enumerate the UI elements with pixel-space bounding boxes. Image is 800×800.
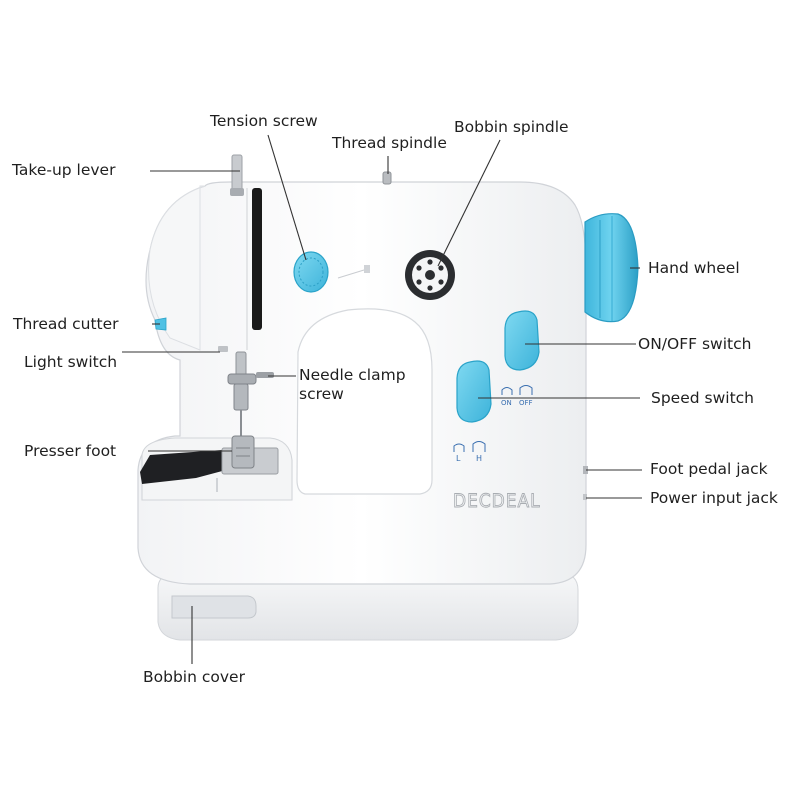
on-marking: ON	[501, 399, 512, 407]
label-on-off-switch: ON/OFF switch	[638, 335, 752, 353]
label-foot-pedal-jack: Foot pedal jack	[650, 460, 768, 478]
label-light-switch: Light switch	[24, 353, 118, 371]
tension-screw-dial	[293, 251, 329, 293]
speed-switch	[456, 360, 492, 423]
low-speed-marking: L	[456, 454, 461, 463]
label-needle-clamp-screw: Needle clamp screw	[299, 366, 406, 403]
label-presser-foot: Presser foot	[24, 442, 117, 460]
foot-pedal-jack	[583, 466, 588, 474]
machine-head	[148, 185, 206, 351]
needle-assembly	[227, 351, 274, 440]
label-take-up-lever: Take-up lever	[12, 161, 116, 179]
presser-foot	[231, 435, 255, 469]
leader-bobbin-spindle	[437, 139, 501, 267]
needle-bar-strip	[252, 188, 262, 330]
on-off-switch	[504, 310, 540, 371]
sewing-surface	[140, 450, 226, 484]
label-speed-switch: Speed switch	[651, 389, 754, 407]
take-up-lever	[231, 154, 243, 192]
power-input-jack	[583, 494, 587, 500]
leader-tension-screw	[267, 134, 307, 261]
brand-logo: DECDEAL	[453, 490, 541, 512]
thread-cutter	[154, 317, 167, 331]
label-hand-wheel: Hand wheel	[648, 259, 740, 277]
off-marking: OFF	[519, 399, 533, 407]
label-bobbin-spindle: Bobbin spindle	[454, 118, 569, 136]
label-tension-screw: Tension screw	[210, 112, 318, 130]
high-speed-marking: H	[476, 454, 482, 463]
light-switch	[218, 346, 228, 352]
on-off-marking-glyphs	[453, 385, 533, 452]
thread-spindle	[382, 171, 392, 185]
bobbin-cover	[171, 595, 257, 619]
sewing-opening	[296, 308, 433, 495]
label-thread-cutter: Thread cutter	[13, 315, 119, 333]
label-thread-spindle: Thread spindle	[332, 134, 447, 152]
bobbin-winder	[405, 250, 455, 300]
leader-lines	[122, 134, 642, 664]
label-power-input-jack: Power input jack	[650, 489, 778, 507]
label-bobbin-cover: Bobbin cover	[143, 668, 245, 686]
